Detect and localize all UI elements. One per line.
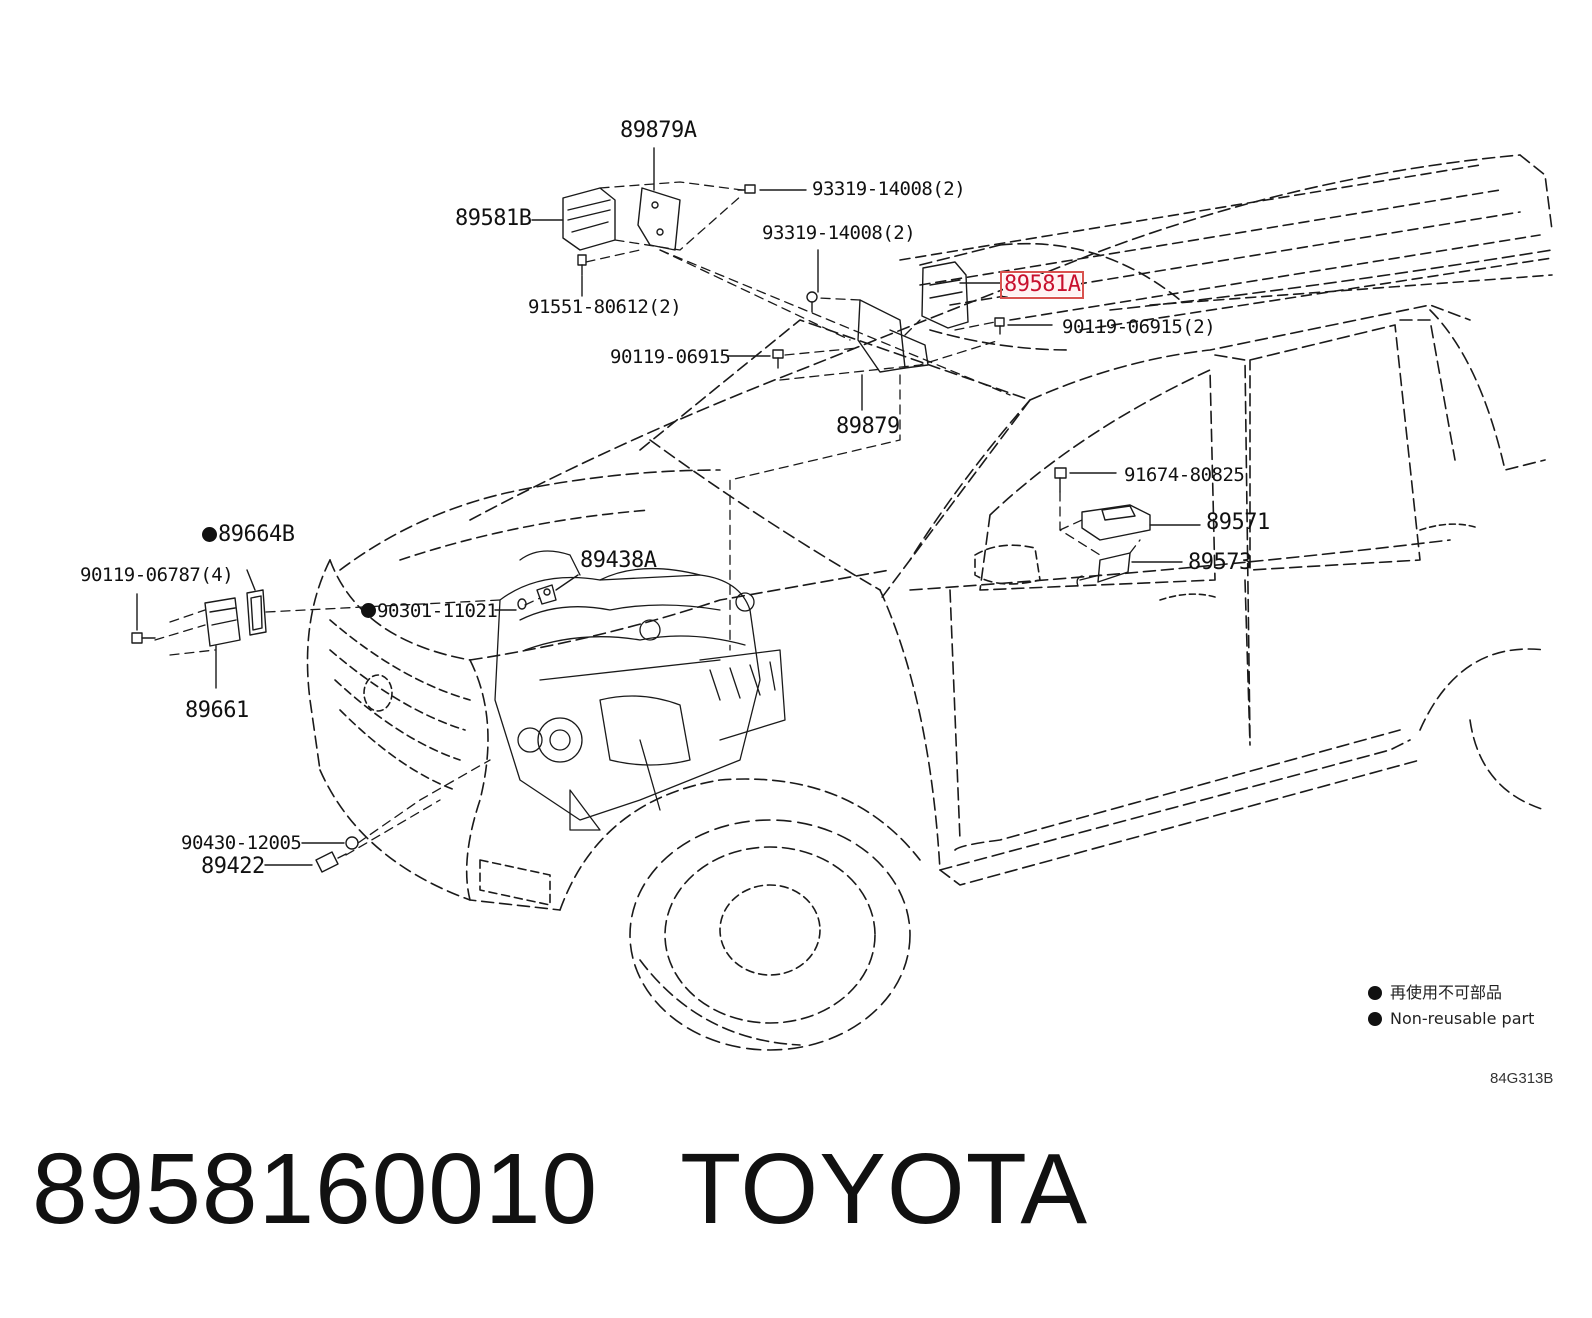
callout-90301-11021[interactable]: 90301-11021 (361, 600, 498, 622)
callout-90119-06787[interactable]: 90119-06787(4) (80, 564, 234, 586)
non-reusable-dot-icon (1368, 986, 1382, 1000)
callout-89664B-label: 89664B (218, 522, 295, 547)
callout-90119-06915-2[interactable]: 90119-06915(2) (1062, 316, 1216, 338)
non-reusable-dot-icon (361, 603, 376, 618)
legend-row-en: Non-reusable part (1368, 1006, 1534, 1032)
diagram-code: 84G313B (1490, 1070, 1554, 1087)
legend-text-jp: 再使用不可部品 (1390, 983, 1503, 1002)
legend-row-jp: 再使用不可部品 (1368, 980, 1534, 1006)
callout-89438A[interactable]: 89438A (580, 548, 657, 573)
callout-90119-06915[interactable]: 90119-06915 (610, 346, 731, 368)
callout-89879A[interactable]: 89879A (620, 118, 697, 143)
callout-90301-11021-label: 90301-11021 (377, 600, 498, 622)
caption: 8958160010 TOYOTA (32, 1132, 1088, 1247)
leader-lines (136, 147, 1201, 866)
callout-89661[interactable]: 89661 (185, 698, 249, 723)
callout-93319-14008-top[interactable]: 93319-14008(2) (812, 178, 966, 200)
callout-89581B[interactable]: 89581B (455, 206, 532, 231)
callout-90430-12005[interactable]: 90430-12005 (181, 832, 302, 854)
non-reusable-dot-icon (202, 527, 217, 542)
engine-assembly (494, 550, 786, 831)
callout-89571[interactable]: 89571 (1206, 510, 1270, 535)
callout-89573[interactable]: 89573 (1188, 550, 1252, 575)
part-number: 8958160010 (32, 1133, 599, 1245)
vehicle-outline (306, 154, 1553, 1051)
callout-91551-80612[interactable]: 91551-80612(2) (528, 296, 682, 318)
callout-89422[interactable]: 89422 (201, 854, 265, 879)
callout-89879[interactable]: 89879 (836, 414, 900, 439)
legend-text-en: Non-reusable part (1390, 1009, 1535, 1028)
non-reusable-dot-icon (1368, 1012, 1382, 1026)
callout-89581A-highlighted[interactable]: 89581A (999, 271, 1085, 299)
callout-93319-14008-mid[interactable]: 93319-14008(2) (762, 222, 916, 244)
assembly-lines (154, 181, 1141, 856)
callout-91674-80825[interactable]: 91674-80825 (1124, 464, 1245, 486)
parts-diagram (131, 147, 1553, 1051)
legend: 再使用不可部品 Non-reusable part (1368, 980, 1534, 1032)
brand-name: TOYOTA (680, 1133, 1089, 1245)
callout-89664B[interactable]: 89664B (202, 522, 295, 547)
